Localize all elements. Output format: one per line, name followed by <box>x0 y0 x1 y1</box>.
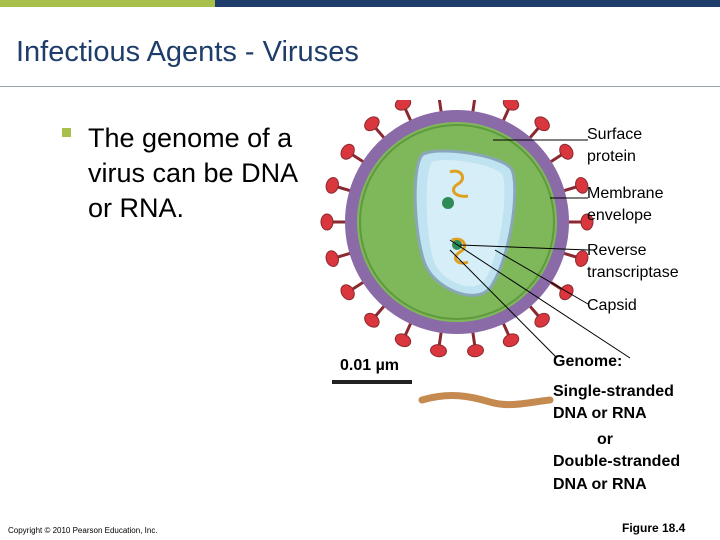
top-accent-bar-blue <box>215 0 720 7</box>
title-divider <box>0 86 720 87</box>
surface-protein-spike <box>502 100 520 111</box>
surface-protein-stem <box>350 152 366 164</box>
surface-protein-stem <box>373 304 387 319</box>
surface-protein-spike <box>559 284 574 301</box>
top-accent-bar-green <box>0 0 215 7</box>
slide-title: Infectious Agents - Viruses <box>16 36 359 68</box>
surface-protein-stem <box>373 125 387 140</box>
surface-protein-stem <box>350 280 366 292</box>
surface-protein-spike <box>364 116 380 132</box>
surface-protein-stem <box>501 106 511 123</box>
surface-protein-spike <box>575 250 589 267</box>
surface-protein-spike <box>430 344 447 358</box>
surface-protein-spike <box>340 143 355 160</box>
genome-strand <box>449 169 469 198</box>
surface-protein-stem <box>335 185 352 193</box>
bullet-square-icon <box>62 128 71 137</box>
scale-bar <box>332 380 412 384</box>
surface-protein-stem <box>562 185 579 193</box>
reverse-transcriptase-molecule <box>442 197 454 209</box>
surface-protein-stem <box>335 251 352 259</box>
copyright-notice: Copyright © 2010 Pearson Education, Inc. <box>8 526 158 535</box>
surface-protein-stem <box>437 100 443 114</box>
surface-protein-spike <box>467 344 484 358</box>
surface-protein-spike <box>325 177 339 194</box>
figure-caption: Figure 18.4 <box>622 521 686 535</box>
genome-line: Single-stranded <box>553 383 674 400</box>
surface-protein-spike <box>580 213 594 231</box>
label-surface-protein: Surface protein <box>587 126 643 165</box>
surface-protein-spike <box>559 143 574 160</box>
surface-protein-stem <box>501 321 511 338</box>
surface-protein-spike <box>394 100 412 111</box>
surface-protein-spike <box>575 177 589 194</box>
surface-protein-spike <box>534 116 550 132</box>
surface-protein-spike <box>325 250 339 267</box>
surface-protein-spike <box>320 213 334 231</box>
surface-protein-spike <box>502 333 520 348</box>
surface-protein-stem <box>437 330 443 347</box>
surface-protein-stem <box>527 304 541 319</box>
genome-line: DNA or RNA <box>553 476 647 493</box>
surface-protein-stem <box>548 152 564 164</box>
scale-bar-label: 0.01 µm <box>340 357 400 374</box>
genome-line: or <box>597 431 613 448</box>
surface-protein-stem <box>403 106 413 123</box>
label-capsid: Capsid <box>587 297 637 314</box>
virus-illustration <box>320 100 631 409</box>
surface-protein-spike <box>364 312 380 328</box>
single-stranded-genome <box>418 392 554 409</box>
surface-protein-stem <box>562 251 579 259</box>
surface-protein-stem <box>471 330 477 347</box>
genome-heading: Genome: <box>553 353 623 370</box>
surface-protein-spike <box>534 312 550 328</box>
surface-protein-spike <box>394 333 412 348</box>
surface-protein-stem <box>527 125 541 140</box>
genome-line: DNA or RNA <box>553 405 647 422</box>
genome-strand <box>451 237 469 265</box>
label-reverse-transcriptase: Reverse transcriptase <box>587 242 679 281</box>
label-membrane-envelope: Membrane envelope <box>587 185 664 224</box>
surface-protein-spike <box>340 284 355 301</box>
surface-protein-spikes <box>320 100 594 358</box>
surface-protein-stem <box>403 321 413 338</box>
surface-protein-stem <box>471 100 477 114</box>
bullet-text: The genome of a virus can be DNA or RNA. <box>88 123 297 223</box>
genome-line: Double-stranded <box>553 453 681 470</box>
